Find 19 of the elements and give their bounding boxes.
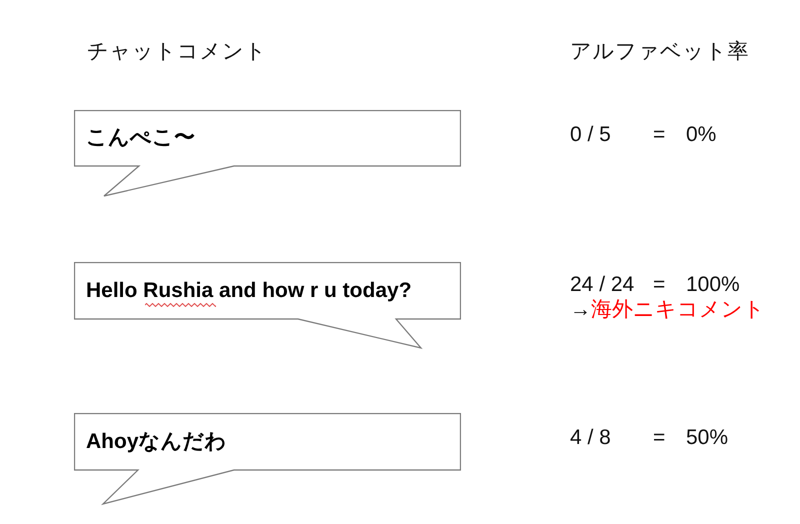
ratio-fraction: 0 / 5 bbox=[570, 122, 611, 148]
column-heading: チャットコメント bbox=[87, 39, 267, 65]
ratio-fraction: 4 / 8 bbox=[570, 425, 611, 451]
column-heading: アルファベット率 bbox=[570, 39, 749, 65]
ratio-percent: 100% bbox=[686, 272, 740, 298]
ratio-percent: 0% bbox=[686, 122, 716, 148]
classification-note: 海外ニキコメント bbox=[591, 297, 765, 323]
comment-text: Ahoyなんだわ bbox=[86, 428, 226, 454]
ratio-percent: 50% bbox=[686, 425, 728, 451]
result-arrow: → bbox=[570, 297, 591, 323]
speech-bubble bbox=[74, 110, 461, 197]
equals-sign: = bbox=[653, 122, 666, 148]
comment-text: Hello Rushia and how r u today? bbox=[86, 278, 412, 304]
speech-bubble bbox=[74, 262, 461, 349]
equals-sign: = bbox=[653, 425, 666, 451]
comment-text: こんぺこ〜 bbox=[86, 125, 195, 151]
ratio-fraction: 24 / 24 bbox=[570, 272, 634, 298]
speech-bubble bbox=[74, 413, 461, 505]
equals-sign: = bbox=[653, 272, 666, 298]
